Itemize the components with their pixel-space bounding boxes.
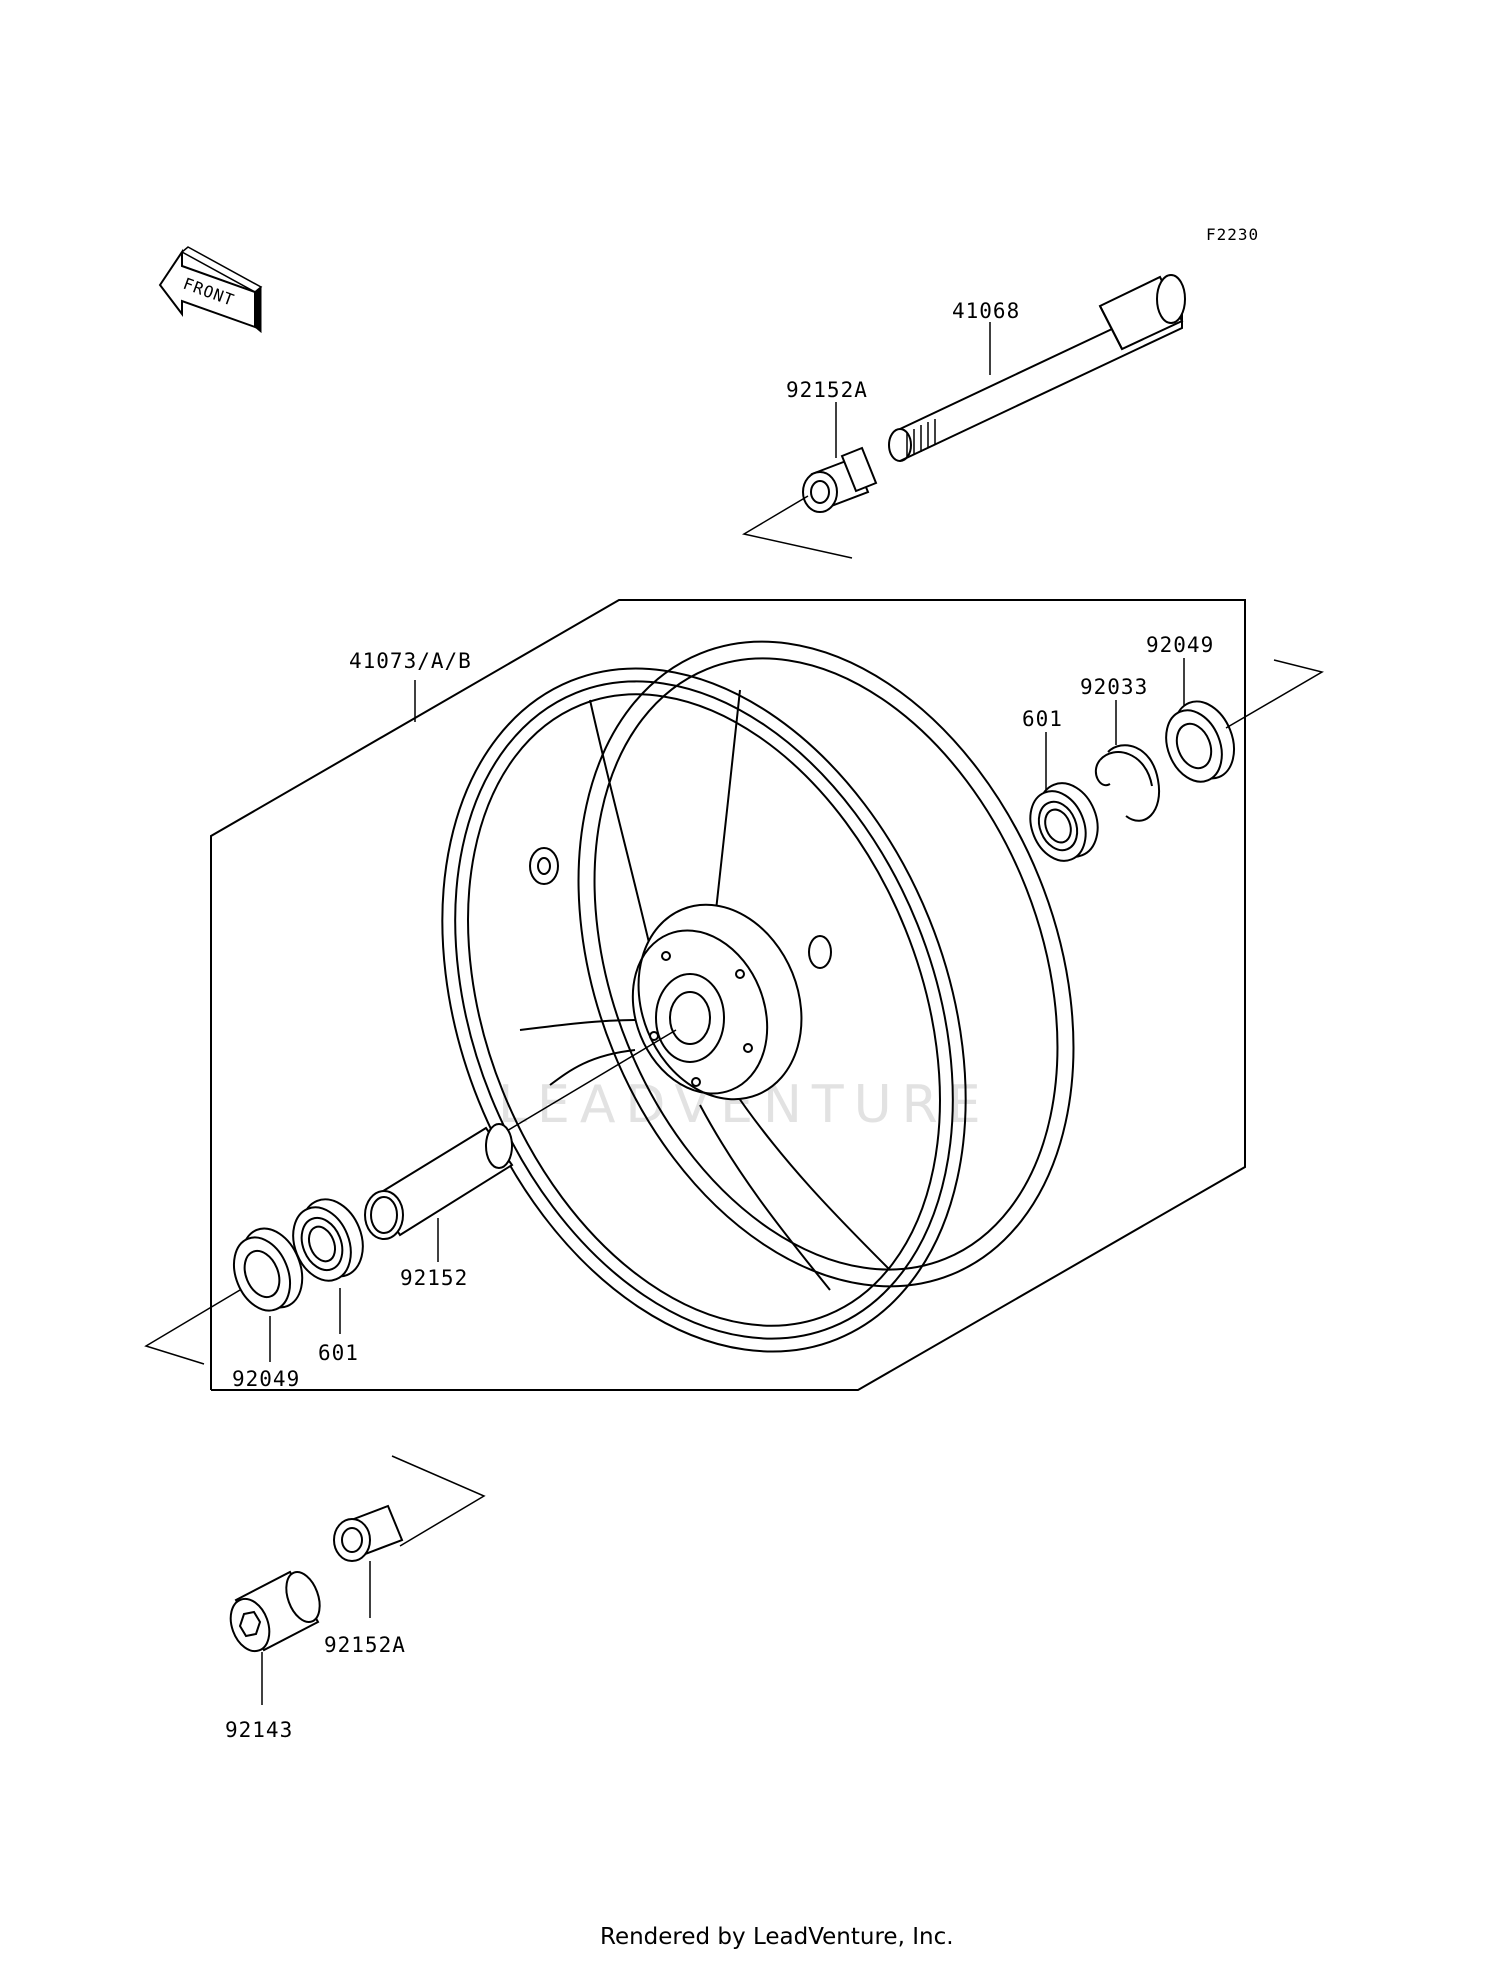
label-circlip: 92033 [1080, 675, 1148, 699]
axis-line-bottom [391, 1455, 486, 1547]
label-seal-left: 92049 [232, 1367, 300, 1391]
front-arrow-icon: FRONT [158, 246, 263, 334]
axis-line-center [499, 1029, 677, 1136]
label-collar-bottom: 92152A [324, 1633, 406, 1657]
axis-line-left [144, 1289, 241, 1365]
wheel-41073 [441, 640, 1075, 1353]
axis-line-right [1225, 659, 1324, 729]
label-bearing-right: 601 [1022, 707, 1063, 731]
label-axle: 41068 [952, 299, 1020, 323]
label-bearing-left: 601 [318, 1341, 359, 1365]
label-nut: 92143 [225, 1718, 293, 1742]
label-seal-right: 92049 [1146, 633, 1214, 657]
nut-92143 [229, 1570, 321, 1653]
label-wheel: 41073/A/B [349, 649, 472, 673]
seal-right-92049 [1165, 700, 1235, 783]
spacer-92152 [364, 1123, 514, 1240]
axle-41068 [888, 274, 1186, 462]
seal-left-92049 [233, 1227, 304, 1312]
bearing-left-601 [292, 1198, 364, 1282]
footer-text: Rendered by LeadVenture, Inc. [600, 1924, 954, 1950]
label-spacer: 92152 [400, 1266, 468, 1290]
axis-line-top [741, 495, 853, 559]
bearing-right-601 [1029, 782, 1099, 862]
label-collar-top: 92152A [786, 378, 868, 402]
circlip-92033 [1094, 744, 1161, 822]
collar-bottom-92152a [333, 1504, 404, 1562]
diagram-code: F2230 [1206, 225, 1259, 244]
wheel-frame [210, 599, 1246, 1391]
collar-top-92152a [802, 446, 878, 513]
